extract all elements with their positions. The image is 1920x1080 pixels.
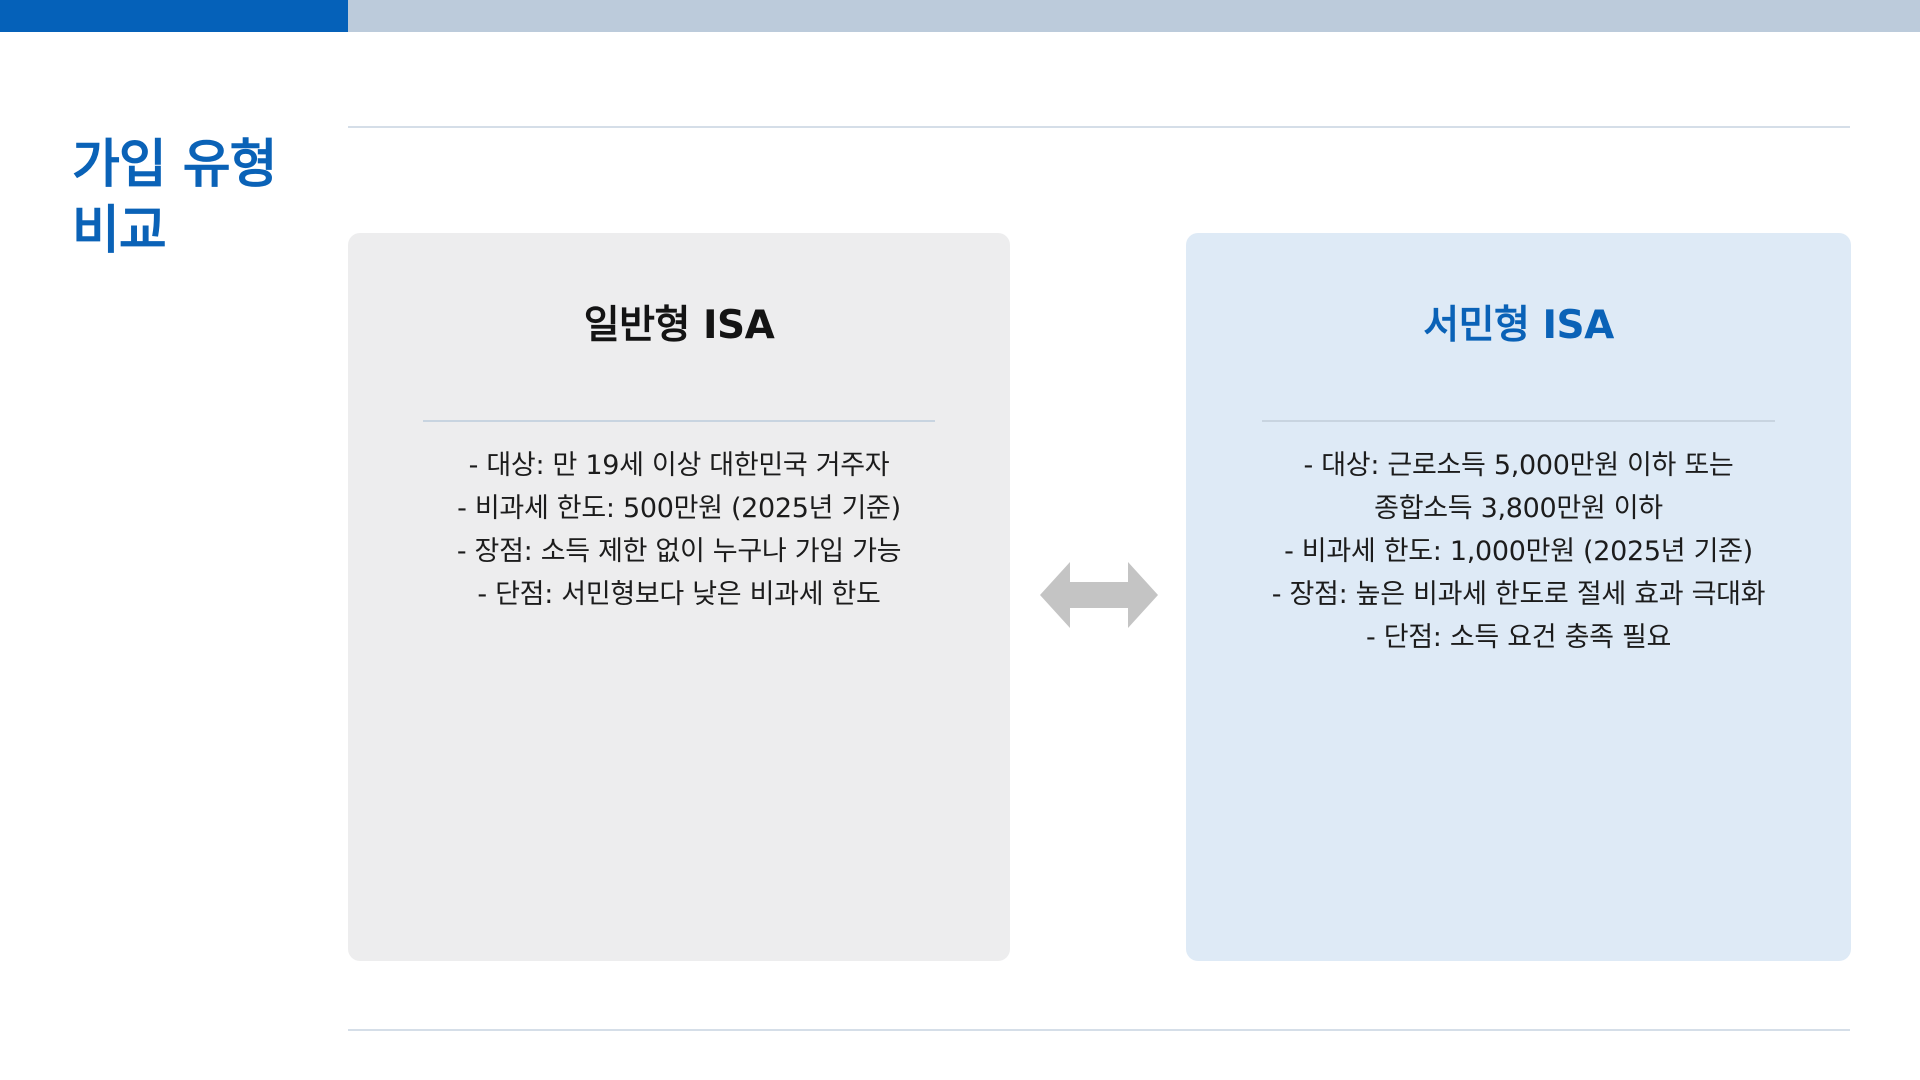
top-bar bbox=[348, 0, 1920, 32]
low-income-isa-detail-line: - 비과세 한도: 1,000만원 (2025년 기준) bbox=[1284, 536, 1753, 567]
bottom-divider bbox=[348, 1029, 1850, 1031]
general-isa-title: 일반형 ISA bbox=[583, 303, 775, 348]
general-isa-detail-line: - 비과세 한도: 500만원 (2025년 기준) bbox=[457, 493, 901, 524]
general-isa-card: 일반형 ISA - 대상: 만 19세 이상 대한민국 거주자 - 비과세 한도… bbox=[348, 233, 1010, 961]
low-income-isa-detail-line: - 단점: 소득 요건 충족 필요 bbox=[1365, 622, 1672, 653]
general-isa-detail-line: - 장점: 소득 제한 없이 누구나 가입 가능 bbox=[456, 536, 902, 567]
top-divider bbox=[348, 126, 1850, 128]
low-income-isa-card: 서민형 ISA - 대상: 근로소득 5,000만원 이하 또는 종합소득 3,… bbox=[1186, 233, 1851, 961]
double-arrow-icon bbox=[1040, 562, 1158, 628]
general-isa-detail-line: - 대상: 만 19세 이상 대한민국 거주자 bbox=[468, 450, 890, 481]
section-title: 가입 유형 비교 bbox=[72, 135, 277, 261]
general-isa-detail-line: - 단점: 서민형보다 낮은 비과세 한도 bbox=[477, 579, 881, 610]
general-isa-details: - 대상: 만 19세 이상 대한민국 거주자 - 비과세 한도: 500만원 … bbox=[368, 444, 990, 616]
low-income-isa-detail-line: - 장점: 높은 비과세 한도로 절세 효과 극대화 bbox=[1271, 579, 1766, 610]
card-divider bbox=[1262, 420, 1775, 422]
low-income-isa-detail-line: - 대상: 근로소득 5,000만원 이하 또는 bbox=[1303, 450, 1734, 481]
low-income-isa-details: - 대상: 근로소득 5,000만원 이하 또는 종합소득 3,800만원 이하… bbox=[1206, 444, 1831, 659]
low-income-isa-detail-line: 종합소득 3,800만원 이하 bbox=[1374, 493, 1663, 524]
top-bar-accent bbox=[0, 0, 348, 32]
card-divider bbox=[423, 420, 935, 422]
low-income-isa-title: 서민형 ISA bbox=[1423, 303, 1614, 348]
